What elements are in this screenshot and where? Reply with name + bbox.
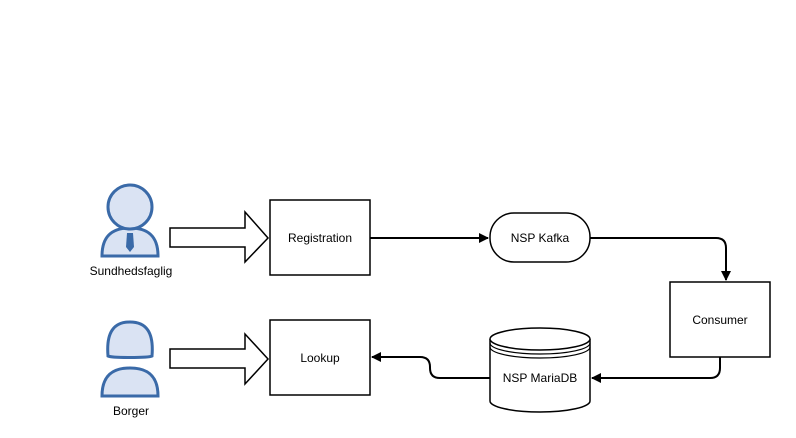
mariadb-node bbox=[489, 327, 591, 413]
registration-label: Registration bbox=[288, 231, 352, 245]
lookup-node bbox=[269, 319, 371, 396]
kafka-label: NSP Kafka bbox=[511, 231, 570, 245]
mariadb-label: NSP MariaDB bbox=[503, 371, 577, 385]
registration-node bbox=[269, 199, 371, 276]
actor-label-professional: Sundhedsfaglig bbox=[90, 264, 173, 278]
kafka-to-consumer-edge bbox=[590, 237, 731, 281]
consumer-node bbox=[669, 281, 771, 358]
citizen-to-lookup-arrow bbox=[169, 332, 270, 386]
actor-label-citizen: Borger bbox=[113, 404, 149, 418]
professional-to-registration-arrow bbox=[169, 210, 270, 264]
consumer-label: Consumer bbox=[692, 313, 747, 327]
healthcare-professional-icon bbox=[100, 183, 160, 258]
citizen-icon bbox=[100, 320, 160, 398]
consumer-to-mariadb-edge bbox=[591, 357, 721, 383]
lookup-label: Lookup bbox=[300, 351, 340, 365]
mariadb-to-lookup-edge bbox=[371, 352, 490, 379]
